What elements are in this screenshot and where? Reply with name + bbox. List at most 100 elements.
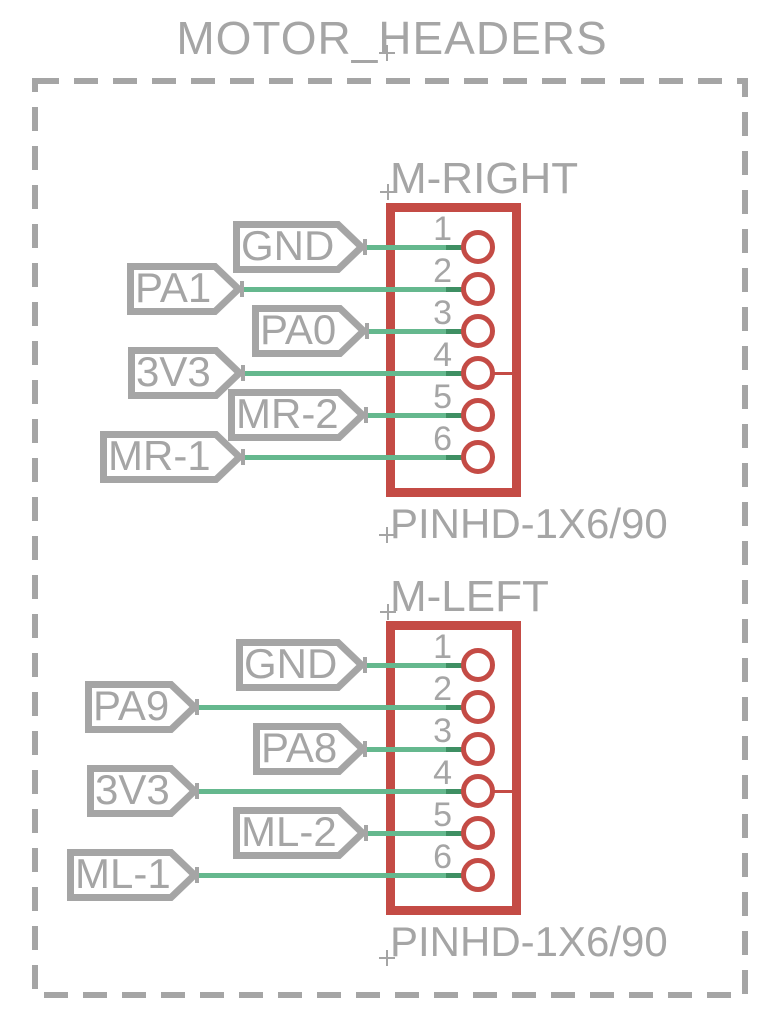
connector-body-m-left[interactable] (386, 621, 521, 915)
net-flag-ml-2[interactable]: ML-2 (233, 807, 366, 859)
net-wire-gnd[interactable] (364, 245, 462, 250)
net-wire-ml-1[interactable] (197, 873, 462, 878)
pin-number: 2 (433, 252, 452, 290)
connector-ref-m-left[interactable]: M-LEFT (390, 572, 549, 621)
wire-junction (446, 287, 462, 292)
wire-anchor-tick (363, 657, 367, 673)
wire-junction (446, 705, 462, 710)
wire-junction (446, 245, 462, 250)
flag-outline (233, 221, 365, 273)
flag-outline (228, 389, 366, 441)
flag-outline (67, 849, 198, 901)
pin-pad-3[interactable] (461, 732, 495, 766)
pin-pad-1[interactable] (461, 648, 495, 682)
net-wire-mr-2[interactable] (365, 413, 462, 418)
pin-pad-2[interactable] (461, 272, 495, 306)
pin-number: 4 (433, 754, 452, 792)
connector-ref-m-right[interactable]: M-RIGHT (390, 154, 579, 203)
pin-number: 1 (433, 628, 452, 666)
wire-junction (446, 455, 462, 460)
flag-outline (100, 431, 243, 483)
connector-part-m-left[interactable]: PINHD-1X6/90 (390, 918, 668, 965)
net-flag-pa1[interactable]: PA1 (127, 263, 242, 315)
connector-body-m-right[interactable] (386, 203, 521, 497)
wire-anchor-tick (241, 365, 245, 381)
net-flag-label: PA1 (135, 264, 212, 311)
net-flag-pa0[interactable]: PA0 (252, 305, 367, 357)
wire-anchor-tick (241, 449, 245, 465)
wire-anchor-tick (365, 323, 369, 339)
wire-junction (446, 831, 462, 836)
net-flag-ml-1[interactable]: ML-1 (67, 849, 198, 901)
pin-pad-6[interactable] (461, 440, 495, 474)
pin-pad-5[interactable] (461, 398, 495, 432)
wire-anchor-tick (240, 281, 244, 297)
origin-cross-icon (380, 184, 396, 200)
net-flag-label: 3V3 (136, 348, 211, 395)
wire-anchor-tick (363, 741, 367, 757)
pin4-stub-line (478, 372, 517, 375)
origin-cross-icon (379, 45, 395, 61)
pin-pad-1[interactable] (461, 230, 495, 264)
module-boundary-rect (32, 78, 748, 998)
net-flag-mr-2[interactable]: MR-2 (228, 389, 366, 441)
wire-anchor-tick (195, 867, 199, 883)
net-flag-gnd[interactable]: GND (233, 221, 365, 273)
net-flag-3v3[interactable]: 3V3 (87, 765, 198, 817)
pin-pad-3[interactable] (461, 314, 495, 348)
net-flag-label: MR-1 (108, 432, 211, 479)
wire-anchor-tick (195, 699, 199, 715)
net-wire-mr-1[interactable] (242, 455, 462, 460)
flag-outline (236, 639, 365, 691)
net-flag-label: PA8 (261, 724, 338, 771)
net-wire-pa9[interactable] (197, 705, 462, 710)
flag-outline (128, 347, 243, 399)
flag-outline (87, 765, 198, 817)
pin-pad-2[interactable] (461, 690, 495, 724)
pin-number: 2 (433, 670, 452, 708)
net-flag-label: 3V3 (95, 766, 170, 813)
net-wire-pa8[interactable] (365, 747, 462, 752)
wire-junction (446, 663, 462, 668)
pin4-stub-line (478, 790, 517, 793)
wire-junction (446, 413, 462, 418)
wire-junction (446, 789, 462, 794)
pin-number: 3 (433, 294, 452, 332)
pin-pad-4[interactable] (461, 774, 495, 808)
net-flag-label: MR-2 (236, 390, 339, 437)
origin-cross-icon (380, 604, 396, 620)
net-flag-3v3[interactable]: 3V3 (128, 347, 243, 399)
net-wire-pa1[interactable] (241, 287, 462, 292)
connector-part-m-right[interactable]: PINHD-1X6/90 (390, 500, 668, 547)
pin-number: 1 (433, 210, 452, 248)
flag-outline (127, 263, 242, 315)
pin-pad-4[interactable] (461, 356, 495, 390)
origin-cross-icon (379, 527, 395, 543)
origin-cross-icon (379, 950, 395, 966)
net-flag-gnd[interactable]: GND (236, 639, 365, 691)
pin-number: 3 (433, 712, 452, 750)
wire-anchor-tick (364, 407, 368, 423)
flag-outline (85, 681, 198, 733)
flag-outline (253, 723, 366, 775)
net-wire-3v3[interactable] (197, 789, 462, 794)
net-wire-3v3[interactable] (242, 371, 462, 376)
pin-pad-6[interactable] (461, 858, 495, 892)
pin-number: 5 (433, 378, 452, 416)
net-wire-gnd[interactable] (364, 663, 462, 668)
net-flag-pa9[interactable]: PA9 (85, 681, 198, 733)
net-wire-ml-2[interactable] (365, 831, 462, 836)
pin-pad-5[interactable] (461, 816, 495, 850)
net-flag-label: PA0 (260, 306, 337, 353)
wire-anchor-tick (364, 825, 368, 841)
net-flag-label: GND (241, 222, 335, 269)
net-flag-pa8[interactable]: PA8 (253, 723, 366, 775)
pin-number: 5 (433, 796, 452, 834)
net-wire-pa0[interactable] (366, 329, 462, 334)
flag-outline (252, 305, 367, 357)
net-flag-label: ML-1 (75, 850, 171, 897)
net-flag-mr-1[interactable]: MR-1 (100, 431, 243, 483)
pin-number: 4 (433, 336, 452, 374)
wire-junction (446, 371, 462, 376)
